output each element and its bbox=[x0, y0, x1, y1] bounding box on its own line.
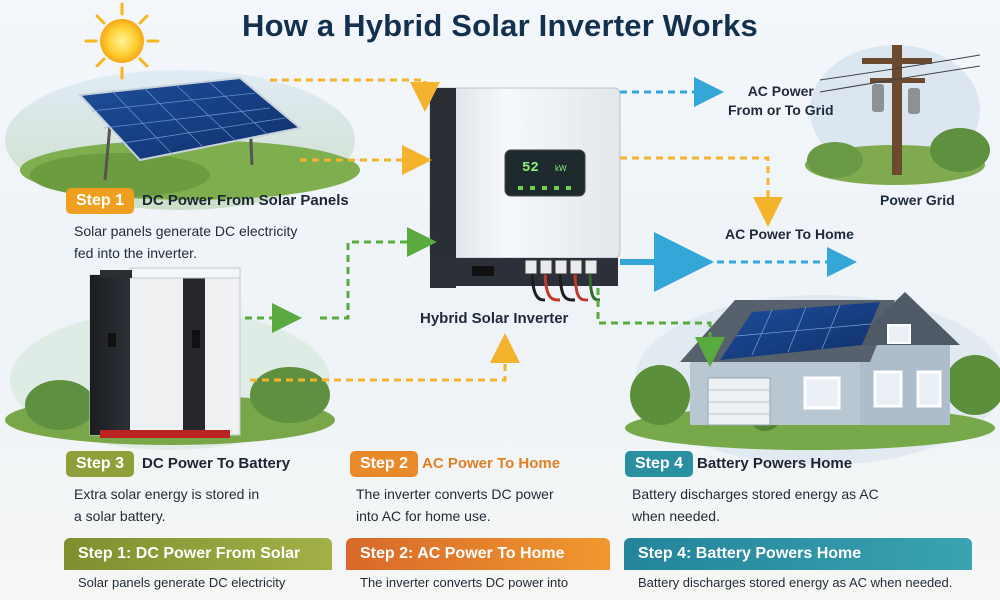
step3-heading: DC Power To Battery bbox=[142, 455, 291, 472]
inverter-display-value: 52 bbox=[522, 160, 539, 176]
step3-badge: Step 3 bbox=[66, 451, 135, 477]
page-title: How a Hybrid Solar Inverter Works bbox=[242, 8, 758, 43]
bottom-text-step2: The inverter converts DC power into bbox=[360, 575, 569, 590]
sun-icon bbox=[84, 2, 160, 80]
solar-flow-arrows bbox=[250, 78, 783, 382]
step4-heading: Battery Powers Home bbox=[697, 455, 853, 472]
step1-badge: Step 1 bbox=[66, 188, 135, 214]
inverter-display-unit: kW bbox=[555, 164, 567, 173]
battery-icon bbox=[89, 267, 241, 438]
step4-description: Battery discharges stored energy as AC w… bbox=[632, 486, 879, 524]
inverter-icon bbox=[429, 87, 621, 302]
ac-home-label: AC Power To Home bbox=[725, 226, 854, 242]
grid-flow-arrows bbox=[620, 77, 857, 292]
bottom-bar-step4: Step 4: Battery Powers Home bbox=[624, 538, 972, 570]
bottom-text-step4: Battery discharges stored energy as AC w… bbox=[638, 575, 953, 590]
step1-heading: DC Power From Solar Panels bbox=[142, 192, 349, 209]
step4-badge: Step 4 bbox=[625, 451, 694, 477]
step2-description: The inverter converts DC power into AC f… bbox=[356, 486, 554, 524]
inverter-label: Hybrid Solar Inverter bbox=[420, 310, 569, 327]
step2-badge: Step 2 bbox=[350, 451, 419, 477]
step3-description: Extra solar energy is stored in a solar … bbox=[74, 486, 260, 524]
step2-heading: AC Power To Home bbox=[422, 455, 561, 472]
battery-flow-arrows bbox=[245, 227, 725, 367]
power-grid-label: Power Grid bbox=[880, 192, 955, 208]
bottom-bar-step1: Step 1: DC Power From Solar bbox=[64, 538, 332, 570]
ac-grid-label: AC Power From or To Grid bbox=[728, 83, 834, 118]
utility-pole-icon bbox=[819, 45, 981, 175]
bottom-bar-step2: Step 2: AC Power To Home bbox=[346, 538, 610, 570]
step1-description: Solar panels generate DC electricity fed… bbox=[74, 223, 298, 261]
solar-panel-icon bbox=[77, 76, 303, 181]
bottom-text-step1: Solar panels generate DC electricity bbox=[78, 575, 286, 590]
